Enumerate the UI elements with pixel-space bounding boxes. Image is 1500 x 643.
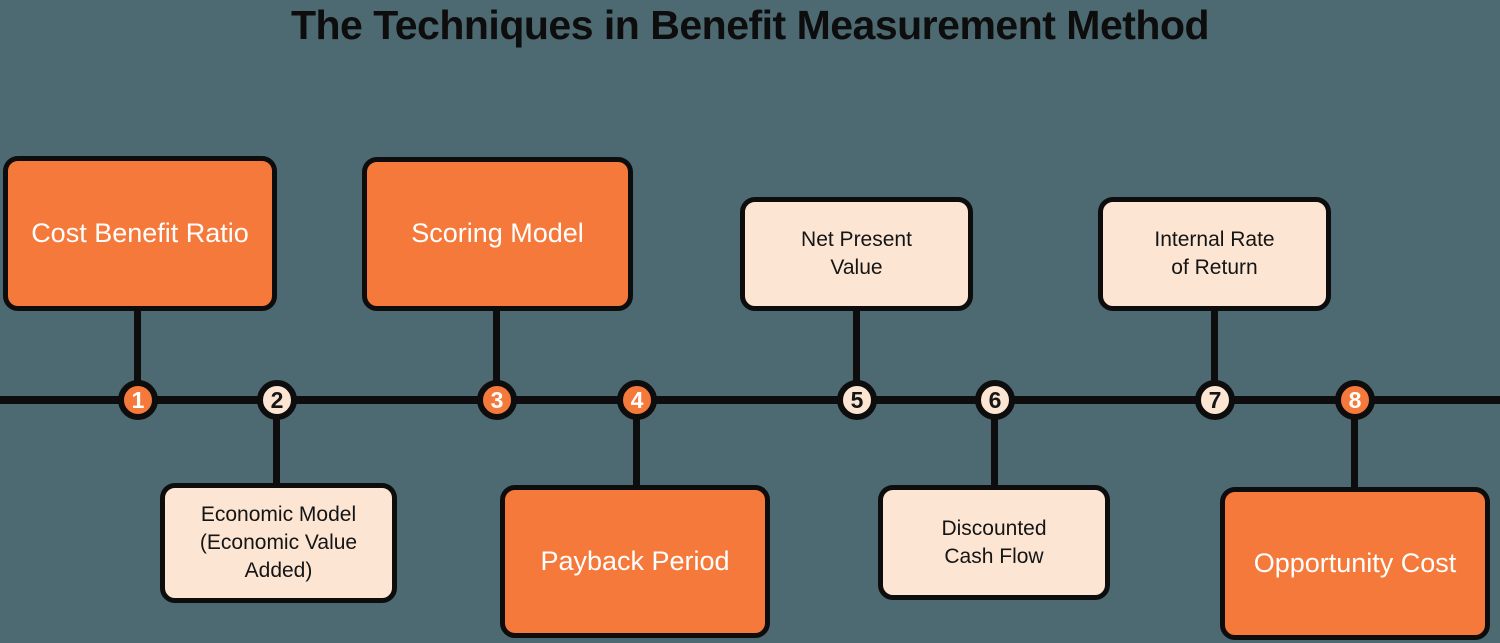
box-label: Internal Rate of Return	[1154, 228, 1275, 279]
box-label: Net Present Value	[801, 228, 912, 279]
diagram-title: The Techniques in Benefit Measurement Me…	[290, 2, 1210, 48]
timeline-node-8: 8	[1335, 380, 1375, 420]
node-number: 7	[1208, 386, 1222, 413]
timeline-line	[0, 396, 1500, 404]
timeline-node-2: 2	[257, 380, 297, 420]
box-cost-benefit-ratio: Cost Benefit Ratio	[3, 156, 277, 311]
node-number: 3	[490, 386, 504, 413]
connector-5	[853, 306, 860, 400]
box-economic-model: Economic Model (Economic Value Added)	[160, 483, 397, 603]
connector-1	[134, 306, 141, 400]
connector-2	[273, 400, 280, 488]
connector-4	[633, 400, 640, 490]
box-discounted-cash-flow: Discounted Cash Flow	[878, 485, 1110, 600]
box-label: Economic Model (Economic Value Added)	[199, 503, 358, 582]
node-number: 4	[630, 386, 644, 413]
connector-7	[1211, 306, 1218, 400]
node-number: 1	[131, 386, 145, 413]
box-label: Cost Benefit Ratio	[31, 217, 249, 248]
node-number: 8	[1348, 386, 1362, 413]
box-payback-period: Payback Period	[500, 485, 770, 638]
box-label: Scoring Model	[411, 218, 584, 249]
timeline-node-7: 7	[1195, 380, 1235, 420]
timeline-node-6: 6	[975, 380, 1015, 420]
box-net-present-value: Net Present Value	[740, 197, 973, 311]
timeline-node-1: 1	[118, 380, 158, 420]
box-scoring-model: Scoring Model	[362, 157, 633, 311]
box-label: Payback Period	[540, 545, 730, 576]
node-number: 6	[988, 386, 1002, 413]
connector-8	[1351, 400, 1358, 492]
node-number: 5	[850, 386, 864, 413]
connector-6	[991, 400, 998, 490]
node-number: 2	[270, 386, 284, 413]
box-opportunity-cost: Opportunity Cost	[1220, 487, 1490, 640]
box-label: Opportunity Cost	[1253, 547, 1457, 578]
timeline-node-3: 3	[477, 380, 517, 420]
connector-3	[493, 306, 500, 400]
timeline-node-5: 5	[837, 380, 877, 420]
box-label: Discounted Cash Flow	[941, 516, 1047, 568]
box-internal-rate-of-return: Internal Rate of Return	[1098, 197, 1331, 311]
timeline-node-4: 4	[617, 380, 657, 420]
